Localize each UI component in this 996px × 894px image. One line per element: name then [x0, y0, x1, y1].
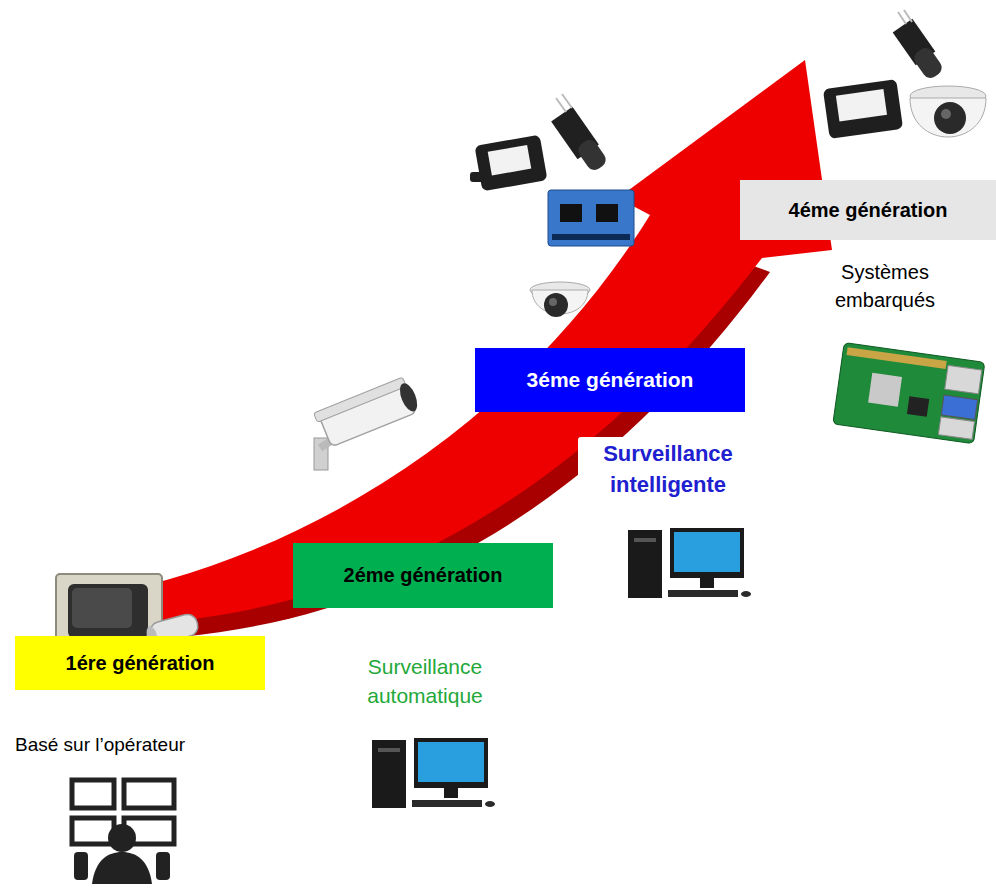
generation-title: 4éme génération	[789, 199, 948, 222]
desktop-computer	[628, 528, 751, 598]
generation-box: 1ére génération	[15, 636, 265, 690]
desktop-computer	[372, 738, 495, 808]
growth-arrow	[75, 60, 832, 625]
generation-subtitle: Surveillance intelligente	[578, 437, 758, 503]
generation-subtitle: Systèmes embarqués	[820, 258, 950, 314]
generation-title: 1ére génération	[66, 652, 215, 675]
generation-box: 3éme génération	[475, 348, 745, 412]
generation-title: 3éme génération	[527, 368, 694, 392]
arduino-shield	[548, 190, 634, 246]
generation-box: 2éme génération	[293, 543, 553, 608]
raspberry-pi	[833, 343, 985, 444]
dome-camera	[530, 282, 590, 317]
generation-title: 2éme génération	[344, 564, 503, 587]
generation-subtitle: Basé sur l’opérateur	[15, 732, 275, 759]
bullet-camera	[314, 375, 422, 470]
sensor-box	[823, 79, 903, 139]
generation-box: 4éme génération	[740, 180, 996, 240]
sound-sensor	[551, 94, 609, 173]
operator-person	[74, 824, 170, 884]
generation-subtitle: Surveillance automatique	[330, 652, 520, 711]
sound-sensor	[893, 10, 945, 81]
dome-camera	[910, 86, 986, 137]
sensor-box	[470, 135, 547, 192]
